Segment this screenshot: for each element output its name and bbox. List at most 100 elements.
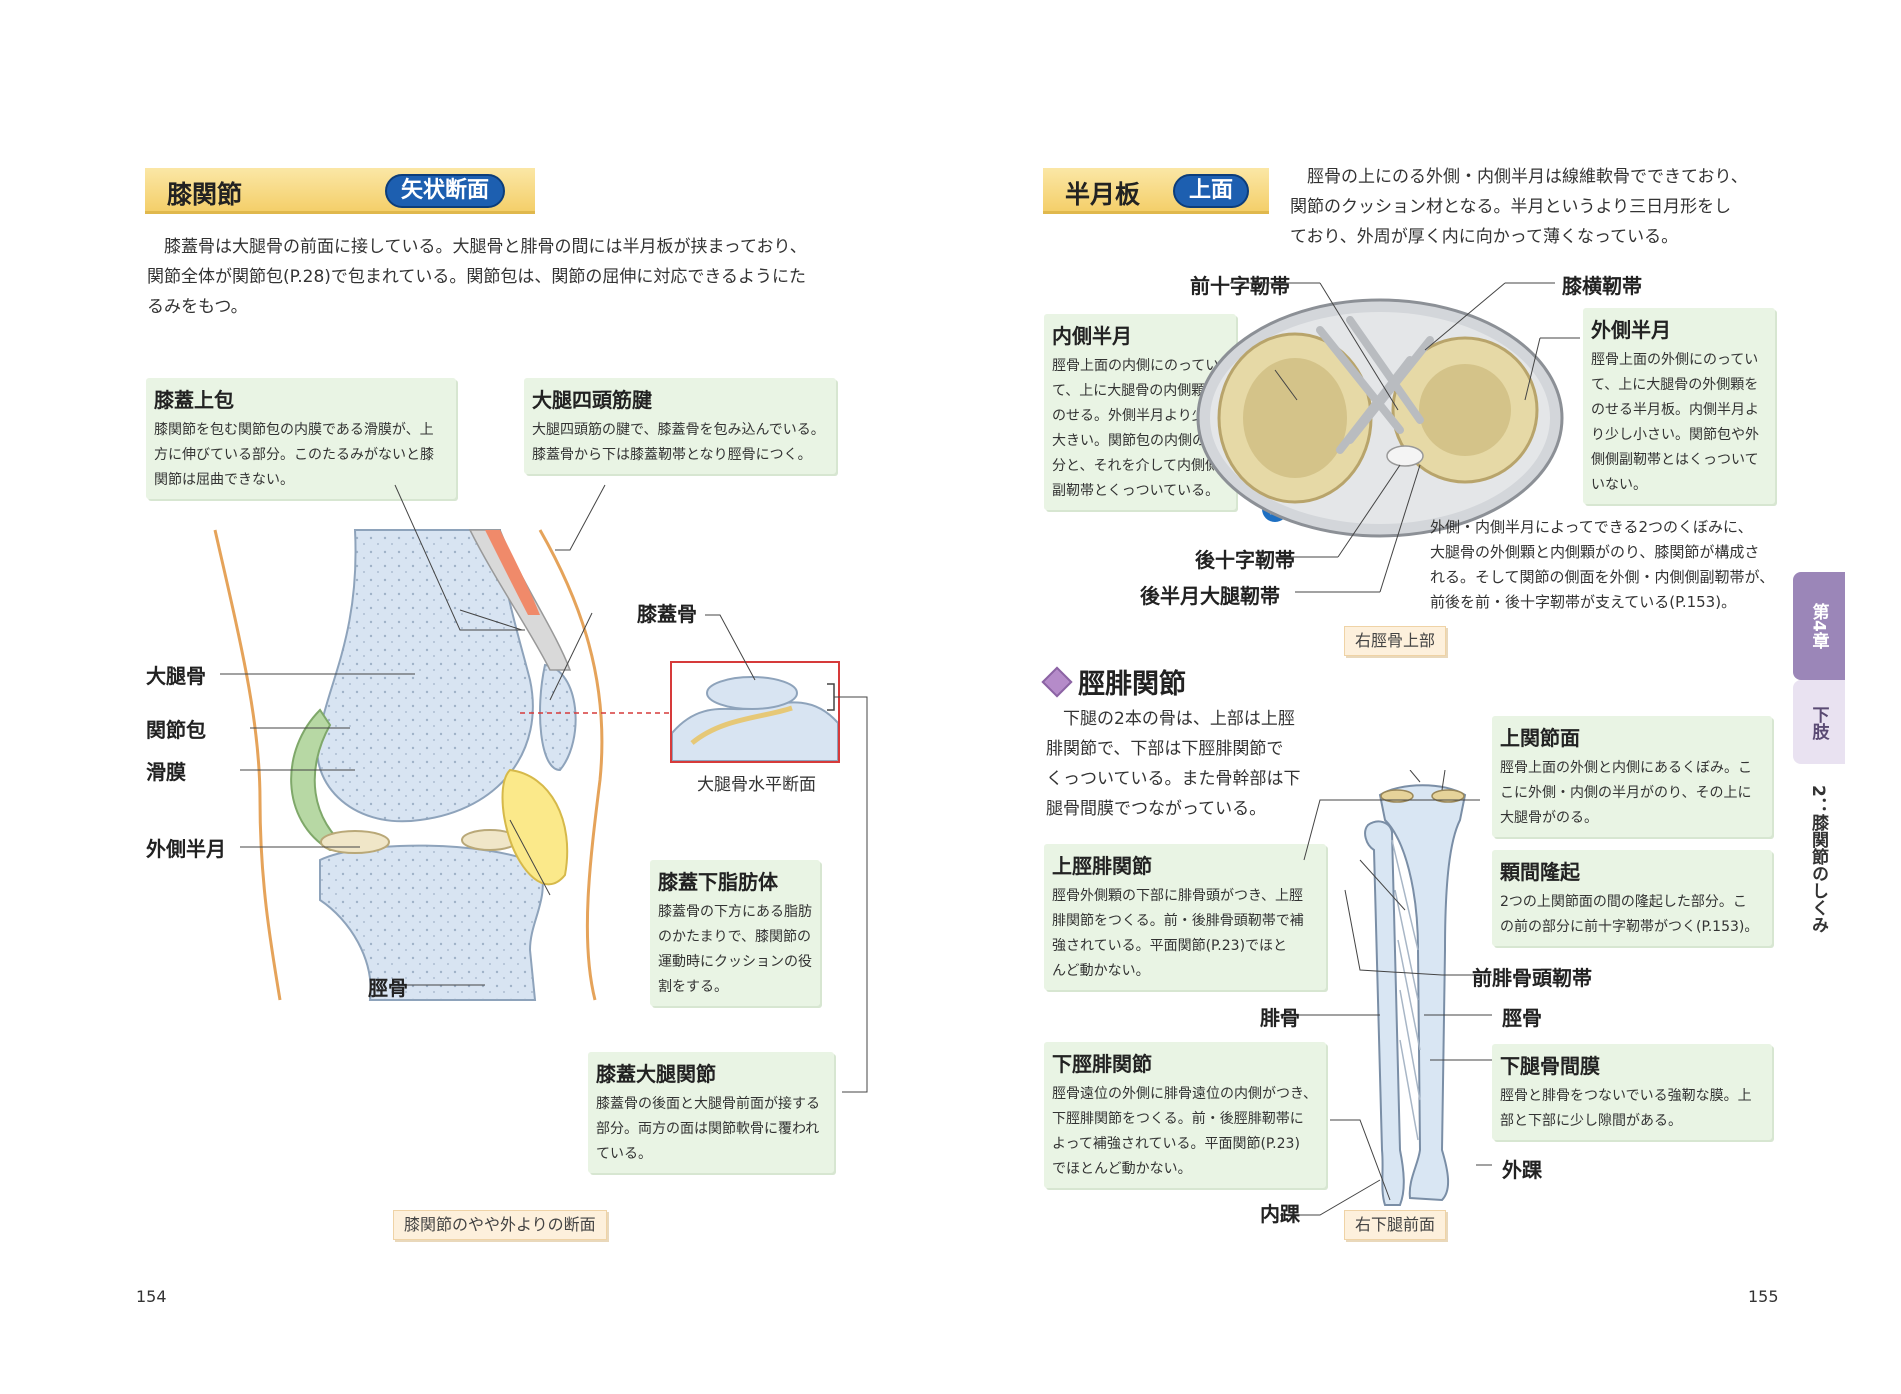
box-title: 外側半月 — [1591, 318, 1671, 342]
info-box-quadriceps: 大腿四頭筋腱 大腿四頭筋の腱で、膝蓋骨を包み込んでいる。 膝蓋骨から下は膝蓋靭帯… — [524, 378, 836, 474]
label-medial-malleolus: 内踝 — [1260, 1202, 1300, 1226]
leg-leader-lines — [1280, 799, 1492, 1216]
lower-leg-illustration — [1364, 770, 1467, 1206]
box-line: 2つの上関節面の間の隆起した部分。こ — [1500, 894, 1747, 910]
box-line: 脛骨外側顆の下部に腓骨頭がつき、上脛 — [1052, 888, 1304, 904]
label-ant-fibular-head-ligament: 前腓骨頭靭帯 — [1472, 966, 1592, 990]
chapter-tab[interactable]: 第4章 — [1793, 572, 1845, 680]
box-title: 膝蓋上包 — [154, 388, 234, 412]
box-line: のせる半月板。内側半月よ — [1591, 402, 1759, 418]
box-line: 大きい。関節包の内側の部 — [1052, 433, 1220, 449]
box-line: 強されている。平面関節(P.23)でほと — [1052, 938, 1288, 954]
box-line: 脛骨上面の外側と内側にあるくぼみ。こ — [1500, 760, 1752, 776]
section-title: 脛腓関節 — [1078, 669, 1186, 700]
intro-line: るみをもつ。 — [147, 297, 248, 317]
meniscus-top-view — [1196, 282, 1580, 593]
box-line: 大腿骨がのる。 — [1500, 810, 1598, 826]
box-line: 腓関節をつくる。前・後腓骨頭靭帯で補 — [1052, 913, 1304, 929]
box-line: 膝蓋骨から下は膝蓋靭帯となり脛骨につく。 — [532, 447, 812, 463]
label-tibia: 脛骨 — [368, 976, 408, 1000]
section-header-tibiofibular: 脛腓関節 — [1041, 662, 1186, 701]
section-pill: 矢状断面 — [385, 174, 506, 208]
label-acl: 前十字靭帯 — [1190, 274, 1290, 298]
info-box-patellofemoral: 膝蓋大腿関節 膝蓋骨の後面と大腿骨前面が接する 部分。両方の面は関節軟骨に覆われ… — [588, 1052, 834, 1173]
patella-leader — [705, 614, 756, 681]
info-box-suprapatellar: 膝蓋上包 膝関節を包む関節包の内膜である滑膜が、上 方に伸びている部分。このたる… — [146, 378, 456, 499]
box-line: 膝蓋骨の後面と大腿骨前面が接する — [596, 1096, 820, 1112]
note-line: れる。そして関節の側面を外側・内側側副靭帯が、 — [1430, 568, 1775, 586]
info-box-intercondylar: 顆間隆起 2つの上関節面の間の隆起した部分。こ の前の部分に前十字靭帯がつく(P… — [1492, 850, 1772, 946]
intro-line: 関節のクッション材となる。半月というより三日月形をし — [1290, 197, 1732, 217]
box-line: 方に伸びている部分。このたるみがないと膝 — [154, 447, 434, 463]
figure-caption-knee: 膝関節のやや外よりの断面 — [393, 1210, 607, 1240]
chapter-tab-label: 第4章 — [1808, 603, 1829, 649]
box-line: のかたまりで、膝関節の — [658, 929, 812, 945]
box-line: 脛骨遠位の外側に腓骨遠位の内側がつき、 — [1052, 1086, 1318, 1102]
section-tab-label: 2：膝関節のしくみ — [1808, 785, 1828, 933]
tibiofibular-intro: 下腿の2本の骨は、上部は上脛 腓関節で、下部は下脛腓関節で くっついている。また… — [1046, 704, 1336, 824]
box-title: 大腿四頭筋腱 — [532, 388, 652, 412]
intro-line: 腿骨間膜でつながっている。 — [1046, 799, 1267, 819]
label-lateral-meniscus: 外側半月 — [146, 837, 226, 861]
box-line: ている。 — [596, 1146, 652, 1162]
box-line: 部と下部に少し隙間がある。 — [1500, 1113, 1682, 1129]
box-line: り少し小さい。関節包や外 — [1591, 427, 1759, 443]
box-line: 分と、それを介して内側側 — [1052, 458, 1220, 474]
intro-line: 腓関節で、下部は下脛腓関節で — [1046, 739, 1284, 759]
box-line: て、上に大腿骨の外側顆を — [1591, 377, 1759, 393]
inset-caption: 大腿骨水平断面 — [697, 775, 816, 795]
label-fibula: 腓骨 — [1260, 1006, 1300, 1030]
box-line: のせる。外側半月より少し — [1052, 408, 1220, 424]
section-header-knee: 膝関節 矢状断面 — [145, 168, 535, 214]
box-line: 部分。両方の面は関節軟骨に覆われ — [596, 1121, 820, 1137]
box-line: 副靭帯とくっついている。 — [1052, 483, 1220, 499]
intro-line: ており、外周が厚く内に向かって薄くなっている。 — [1290, 227, 1679, 247]
section-pill: 上面 — [1173, 174, 1250, 208]
label-pcl: 後十字靭帯 — [1195, 548, 1295, 572]
leg-caption: 右下腿前面 — [1344, 1210, 1447, 1240]
intro-text: 膝蓋骨は大腿骨の前面に接している。大腿骨と腓骨の間には半月板が挟まっており、 関… — [147, 232, 887, 322]
intro-line: 膝蓋骨は大腿骨の前面に接している。大腿骨と腓骨の間には半月板が挟まっており、 — [164, 237, 807, 257]
box-line: 運動時にクッションの役 — [658, 954, 812, 970]
box-title: 膝蓋大腿関節 — [596, 1062, 716, 1086]
part-tab[interactable]: 下肢 — [1793, 680, 1845, 764]
intro-line: 脛骨の上にのる外側・内側半月は線維軟骨でできており、 — [1307, 167, 1748, 187]
label-tibia-leg: 脛骨 — [1502, 1006, 1542, 1030]
info-box-inf-tibiofibular: 下脛腓関節 脛骨遠位の外側に腓骨遠位の内側がつき、 下脛腓関節をつくる。前・後脛… — [1044, 1042, 1326, 1188]
section-title: 膝関節 — [167, 180, 243, 209]
box-line: 膝関節を包む関節包の内膜である滑膜が、上 — [154, 422, 434, 438]
info-box-medial-meniscus: 内側半月 脛骨上面の内側にのってい て、上に大腿骨の内側顆を のせる。外側半月よ… — [1044, 314, 1236, 510]
note-line: 大腿骨の外側顆と内側顆がのり、膝関節が構成さ — [1430, 543, 1760, 561]
page-number-left: 154 — [136, 1287, 167, 1306]
label-patella: 膝蓋骨 — [637, 602, 697, 626]
box-line: いない。 — [1591, 477, 1647, 493]
box-line: 膝蓋骨の下方にある脂肪 — [658, 904, 812, 920]
label-capsule: 関節包 — [146, 718, 206, 742]
meniscus-note: 外側・内側半月によってできる2つのくぼみに、 大腿骨の外側顆と内側顆がのり、膝関… — [1430, 515, 1790, 615]
box-line: 脛骨上面の外側にのってい — [1591, 352, 1759, 368]
box-title: 下腿骨間膜 — [1500, 1054, 1600, 1078]
inset-frame — [670, 661, 840, 763]
diamond-icon — [1041, 665, 1073, 698]
note-line: 前後を前・後十字靭帯が支えている(P.153)。 — [1430, 593, 1737, 611]
box-line: こに外側・内側の半月がのり、その上に — [1500, 785, 1752, 801]
femur-horizontal-section — [672, 676, 838, 761]
box-line: 脛骨と腓骨をつないでいる強靭な膜。上 — [1500, 1088, 1752, 1104]
label-transverse-ligament: 膝横靭帯 — [1562, 274, 1642, 298]
intro-line: 関節全体が関節包(P.28)で包まれている。関節包は、関節の屈伸に対応できるよう… — [147, 267, 807, 287]
meniscus-caption: 右脛骨上部 — [1344, 626, 1447, 656]
info-box-lateral-meniscus: 外側半月 脛骨上面の外側にのってい て、上に大腿骨の外側顆を のせる半月板。内側… — [1583, 308, 1775, 504]
box-line: でほとんど動かない。 — [1052, 1161, 1192, 1177]
box-line: んど動かない。 — [1052, 963, 1150, 979]
section-header-meniscus: 半月板 上面 — [1043, 168, 1269, 214]
box-title: 上脛腓関節 — [1052, 854, 1152, 878]
info-box-sup-articular: 上関節面 脛骨上面の外側と内側にあるくぼみ。こ こに外側・内側の半月がのり、その… — [1492, 716, 1772, 837]
info-box-interosseous: 下腿骨間膜 脛骨と腓骨をつないでいる強靭な膜。上 部と下部に少し隙間がある。 — [1492, 1044, 1772, 1140]
leader-lines-top — [394, 484, 606, 631]
meniscus-intro: 脛骨の上にのる外側・内側半月は線維軟骨でできており、 関節のクッション材となる。… — [1290, 162, 1810, 252]
box-title: 上関節面 — [1500, 726, 1580, 750]
box-line: て、上に大腿骨の内側顆を — [1052, 383, 1220, 399]
box-line: の前の部分に前十字靭帯がつく(P.153)。 — [1500, 919, 1759, 935]
info-box-sup-tibiofibular: 上脛腓関節 脛骨外側顆の下部に腓骨頭がつき、上脛 腓関節をつくる。前・後腓骨頭靭… — [1044, 844, 1326, 990]
page-number-right: 155 — [1748, 1287, 1779, 1306]
